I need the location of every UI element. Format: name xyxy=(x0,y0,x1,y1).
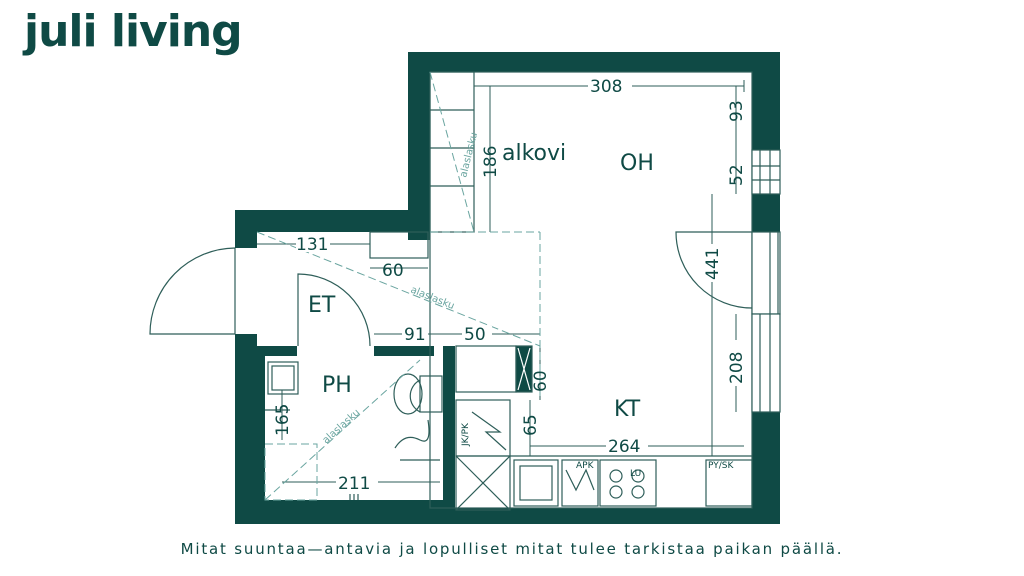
dim-right-low: 208 xyxy=(727,352,747,384)
label-pysk: PY/SK xyxy=(708,461,734,471)
annotation-alaslasku-alkovi: alaslasku xyxy=(458,131,480,178)
label-lu: LU xyxy=(630,469,641,479)
dimension-labels: 308 186 93 52 441 208 131 60 91 50 60 65… xyxy=(273,76,747,494)
footer-disclaimer: Mitat suuntaa—antavia ja lopulliset mita… xyxy=(180,540,844,558)
room-label-et: ET xyxy=(308,293,336,318)
dim-ph-height: 165 xyxy=(273,404,293,436)
interior-lines xyxy=(149,71,781,511)
dim-et-60: 60 xyxy=(382,261,404,281)
dim-alkovi-height: 186 xyxy=(481,146,501,178)
dim-60-vertical: 60 xyxy=(531,370,551,392)
label-apk: APK xyxy=(576,461,595,471)
dim-kt-width: 264 xyxy=(608,437,640,457)
room-label-kt: KT xyxy=(614,397,641,422)
dashed-lines xyxy=(256,71,541,501)
dim-top: 308 xyxy=(590,77,622,97)
room-label-oh: OH xyxy=(620,151,654,176)
dim-right-mid: 441 xyxy=(703,248,723,280)
dim-right-window: 52 xyxy=(727,164,747,186)
dim-65: 65 xyxy=(521,414,541,436)
dim-91: 91 xyxy=(404,325,426,345)
annotation-alaslasku-et: alaslasku xyxy=(409,285,456,313)
walls xyxy=(235,52,780,524)
room-label-ph: PH xyxy=(322,373,352,398)
dim-et-width: 131 xyxy=(296,235,328,255)
room-label-alkovi: alkovi xyxy=(502,141,566,166)
dim-50: 50 xyxy=(464,325,486,345)
annotation-alaslasku-ph: alaslasku xyxy=(321,407,363,446)
label-jkpk: JK/PK xyxy=(461,422,471,447)
dim-ph-width: 211 xyxy=(338,474,370,494)
brand-logo: juli living xyxy=(24,6,243,57)
dim-right-top: 93 xyxy=(727,100,747,122)
